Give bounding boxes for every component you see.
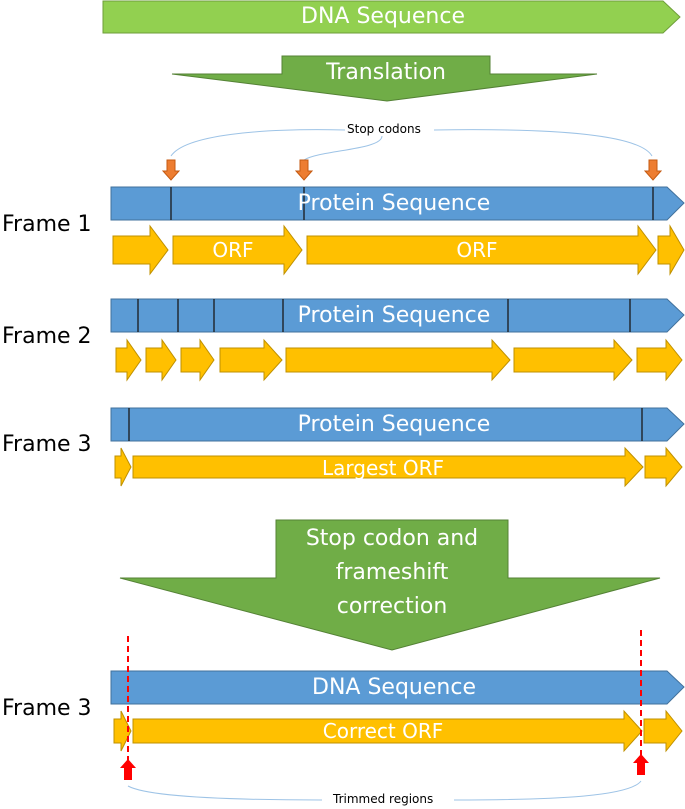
correction-arrow — [119, 519, 661, 651]
frame3-orf-label: Largest ORF — [321, 456, 445, 480]
trimmed-callout-lines — [127, 780, 642, 801]
translation-arrow — [171, 55, 598, 102]
frame1-stop-lines — [170, 187, 654, 220]
correction-label-line2: frameshift — [335, 560, 449, 585]
frame2-stop-lines — [137, 299, 631, 332]
trim-markers — [120, 754, 649, 780]
frame3-label: Frame 3 — [2, 432, 92, 457]
dna-sequence-label: DNA Sequence — [301, 4, 465, 29]
frame1-orf-label-1: ORF — [212, 238, 254, 262]
frame3-orf-arrows — [114, 446, 683, 488]
frame1-label: Frame 1 — [2, 212, 92, 237]
dna-sequence-banner — [102, 0, 681, 34]
final-dna-label: DNA Sequence — [312, 675, 476, 700]
frame2-protein-bar — [110, 298, 685, 333]
final-orf-arrows — [113, 709, 683, 753]
final-frame-label: Frame 3 — [2, 696, 92, 721]
correction-label-line3: correction — [336, 594, 448, 619]
stop-codon-markers — [161, 159, 663, 181]
final-orf-label: Correct ORF — [322, 719, 444, 743]
frame2-label: Frame 2 — [2, 324, 92, 349]
frame3-protein-label: Protein Sequence — [297, 412, 491, 437]
frame1-protein-label: Protein Sequence — [297, 191, 491, 216]
trimmed-regions-label: Trimmed regions — [333, 792, 434, 806]
frame3-stop-lines — [128, 408, 643, 441]
frame2-protein-label: Protein Sequence — [297, 303, 491, 328]
frame1-orf-label-2: ORF — [456, 238, 498, 262]
frame1-orf-arrows — [112, 224, 685, 276]
correction-label-line1: Stop codon and — [305, 526, 479, 551]
trim-lines — [127, 630, 642, 762]
stop-codons-label: Stop codons — [347, 122, 421, 136]
frame3-protein-bar — [110, 407, 685, 442]
frame1-protein-bar — [110, 186, 685, 221]
final-dna-bar — [110, 670, 685, 705]
translation-label: Translation — [326, 60, 446, 85]
stop-codon-callout-lines — [170, 129, 653, 161]
frame2-orf-arrows — [115, 338, 683, 382]
